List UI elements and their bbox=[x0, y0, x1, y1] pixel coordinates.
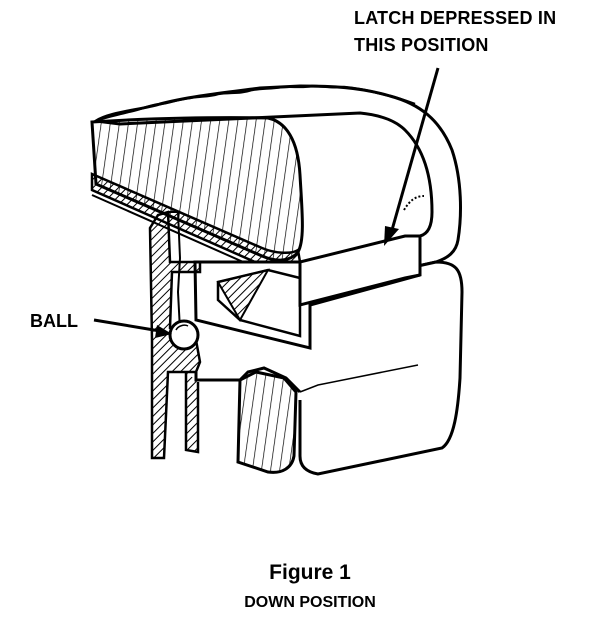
lid-top-edge bbox=[95, 84, 416, 123]
latch-plate-top bbox=[298, 262, 421, 307]
ball-pointer-line bbox=[93, 318, 161, 333]
ball-highlight bbox=[175, 324, 189, 331]
base-right-post bbox=[236, 370, 298, 474]
ball-label: BALL bbox=[30, 311, 78, 331]
base-inner-wall bbox=[184, 372, 200, 454]
latch-wedge bbox=[216, 268, 270, 323]
base-seam bbox=[299, 364, 419, 393]
base-outer-shell bbox=[298, 260, 464, 476]
latch-pointer-arrowhead bbox=[384, 226, 399, 246]
latch-label-line2: THIS POSITION bbox=[354, 35, 489, 55]
base-channel bbox=[194, 366, 302, 394]
latch-label-line1: LATCH DEPRESSED IN bbox=[354, 8, 557, 28]
latch-pointer-line bbox=[390, 67, 440, 231]
latch-contact-mark bbox=[403, 195, 425, 211]
ball-pointer-arrowhead bbox=[155, 325, 172, 338]
figure-title: Figure 1 bbox=[269, 561, 351, 584]
base-left-channel bbox=[168, 211, 182, 331]
figure-subtitle: DOWN POSITION bbox=[244, 594, 376, 611]
